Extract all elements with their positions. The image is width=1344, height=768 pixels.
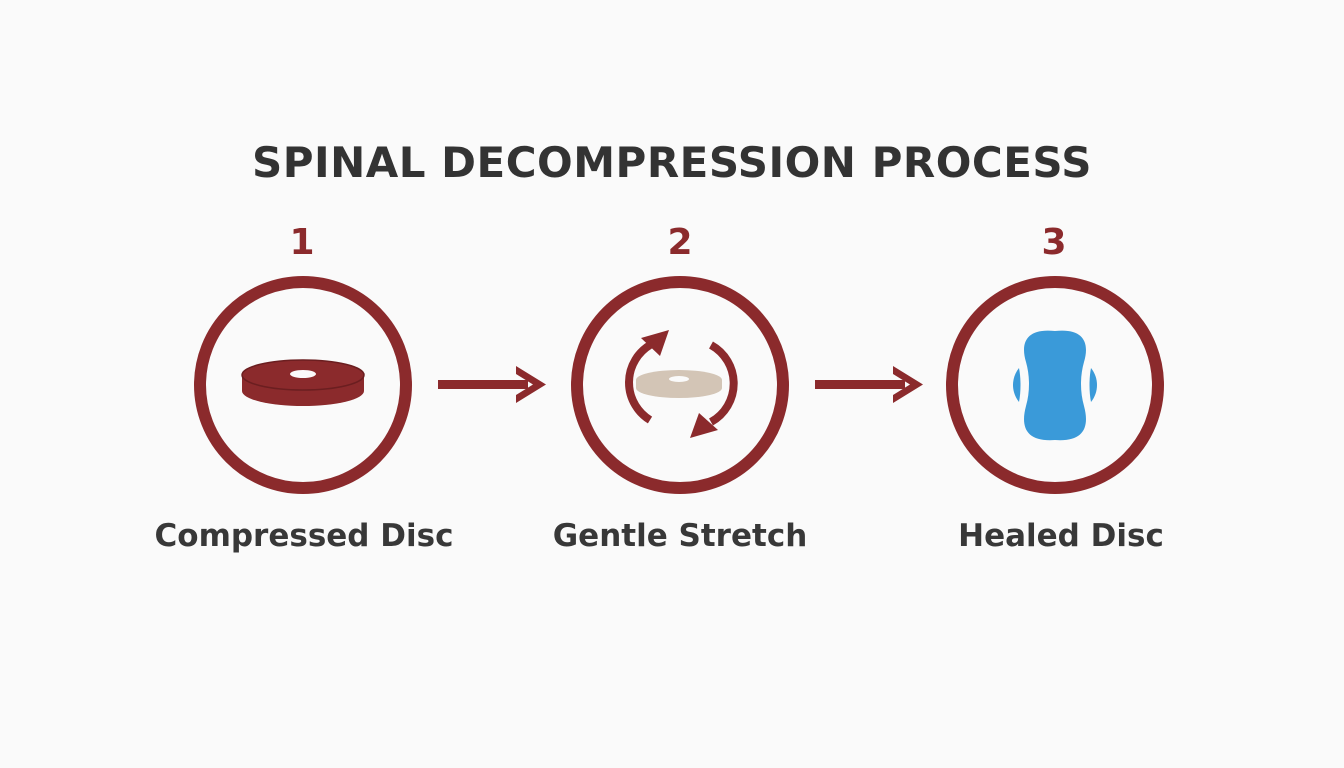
step-1-number: 1: [289, 222, 315, 263]
step-2-node: [571, 276, 789, 494]
step-3-number: 3: [1041, 222, 1067, 263]
diagram-title: SPINAL DECOMPRESSION PROCESS: [251, 138, 1093, 187]
step-2-label: Gentle Stretch: [552, 518, 808, 554]
step-1-ring: [194, 276, 412, 494]
step-2-ring: [571, 276, 789, 494]
step-1-node: [194, 276, 412, 494]
step-3-label: Healed Disc: [958, 518, 1164, 554]
step-3-ring: [946, 276, 1164, 494]
healed-disc-icon: [1013, 330, 1097, 441]
rotate-arrows-icon: [625, 330, 738, 438]
step-3-node: [946, 276, 1164, 494]
compressed-disc-icon: [241, 359, 365, 406]
arrow-right-icon: [438, 366, 546, 403]
step-1-label: Compressed Disc: [154, 518, 454, 554]
step-2-number: 2: [667, 222, 693, 263]
arrow-right-icon: [815, 366, 923, 403]
stretch-rotate-icon: [625, 330, 738, 438]
